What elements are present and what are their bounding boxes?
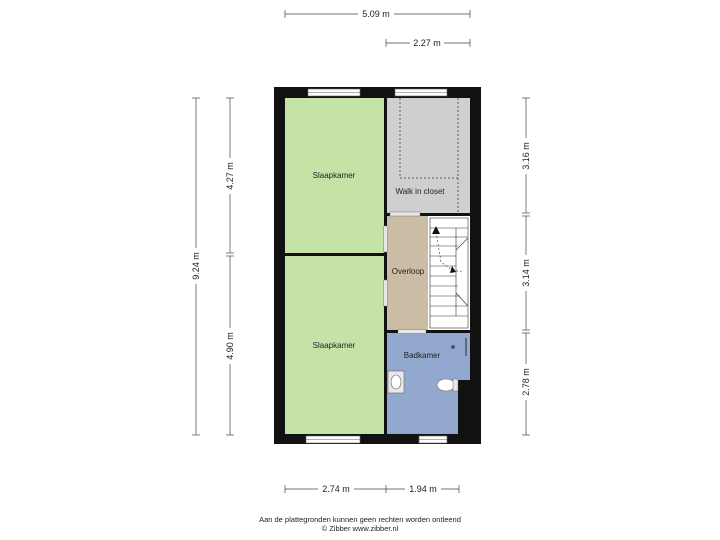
stair-direction-arrow-icon [432,226,440,234]
dimension-bottom-left-width: 2.74 m [284,483,387,495]
dimension-bottom-right-width: 1.94 m [386,483,460,495]
room-label-landing: Overloop [392,267,425,276]
windows [305,88,448,444]
dimension-bedroom-top-depth: 4.27 m [224,97,236,254]
dimension-bedroom-bottom-depth: 4.90 m [224,255,236,436]
room-label-bedroom-top: Slaapkamer [313,171,356,180]
dimension-stair-depth-label: 3.14 m [521,259,531,287]
dimension-closet-width-label: 2.27 m [413,38,441,48]
room-label-bathroom: Badkamer [404,351,441,360]
dimension-stair-depth: 3.14 m [520,215,532,331]
dimension-closet-depth-label: 3.16 m [521,142,531,170]
dimension-bedroom-bottom-depth-label: 4.90 m [225,332,235,360]
room-bedroom-bottom [285,256,384,434]
footer-copyright: © Zibber www.zibber.nl [321,524,399,533]
room-label-walk-in-closet: Walk in closet [395,187,445,196]
doors [383,211,427,334]
shower-drain-icon [451,345,455,349]
dimension-total-width-label: 5.09 m [362,9,390,19]
room-walk-in-closet [387,98,470,213]
dimension-bottom-left-width-label: 2.74 m [322,484,350,494]
dimension-bathroom-depth: 2.78 m [520,332,532,436]
dimension-closet-width: 2.27 m [385,37,471,49]
dimension-total-width: 5.09 m [284,8,471,20]
dimension-bathroom-depth-label: 2.78 m [521,368,531,396]
footer-disclaimer: Aan de plattegronden kunnen geen rechten… [259,515,461,524]
bathroom-fixtures [387,338,467,394]
bathroom-wall-recess [458,380,470,434]
room-bedroom-top [285,98,384,253]
toilet-icon [436,378,456,392]
dimension-bedroom-top-depth-label: 4.27 m [225,162,235,190]
stairwell [428,216,470,330]
dimension-total-depth-label: 9.24 m [191,252,201,280]
dimension-closet-depth: 3.16 m [520,97,532,214]
dimension-total-depth: 9.24 m [190,97,202,436]
stair-arrow-tail-icon [450,266,456,273]
dimension-bottom-right-width-label: 1.94 m [409,484,437,494]
room-label-bedroom-bottom: Slaapkamer [313,341,356,350]
closet-dashed-outline [399,98,459,213]
